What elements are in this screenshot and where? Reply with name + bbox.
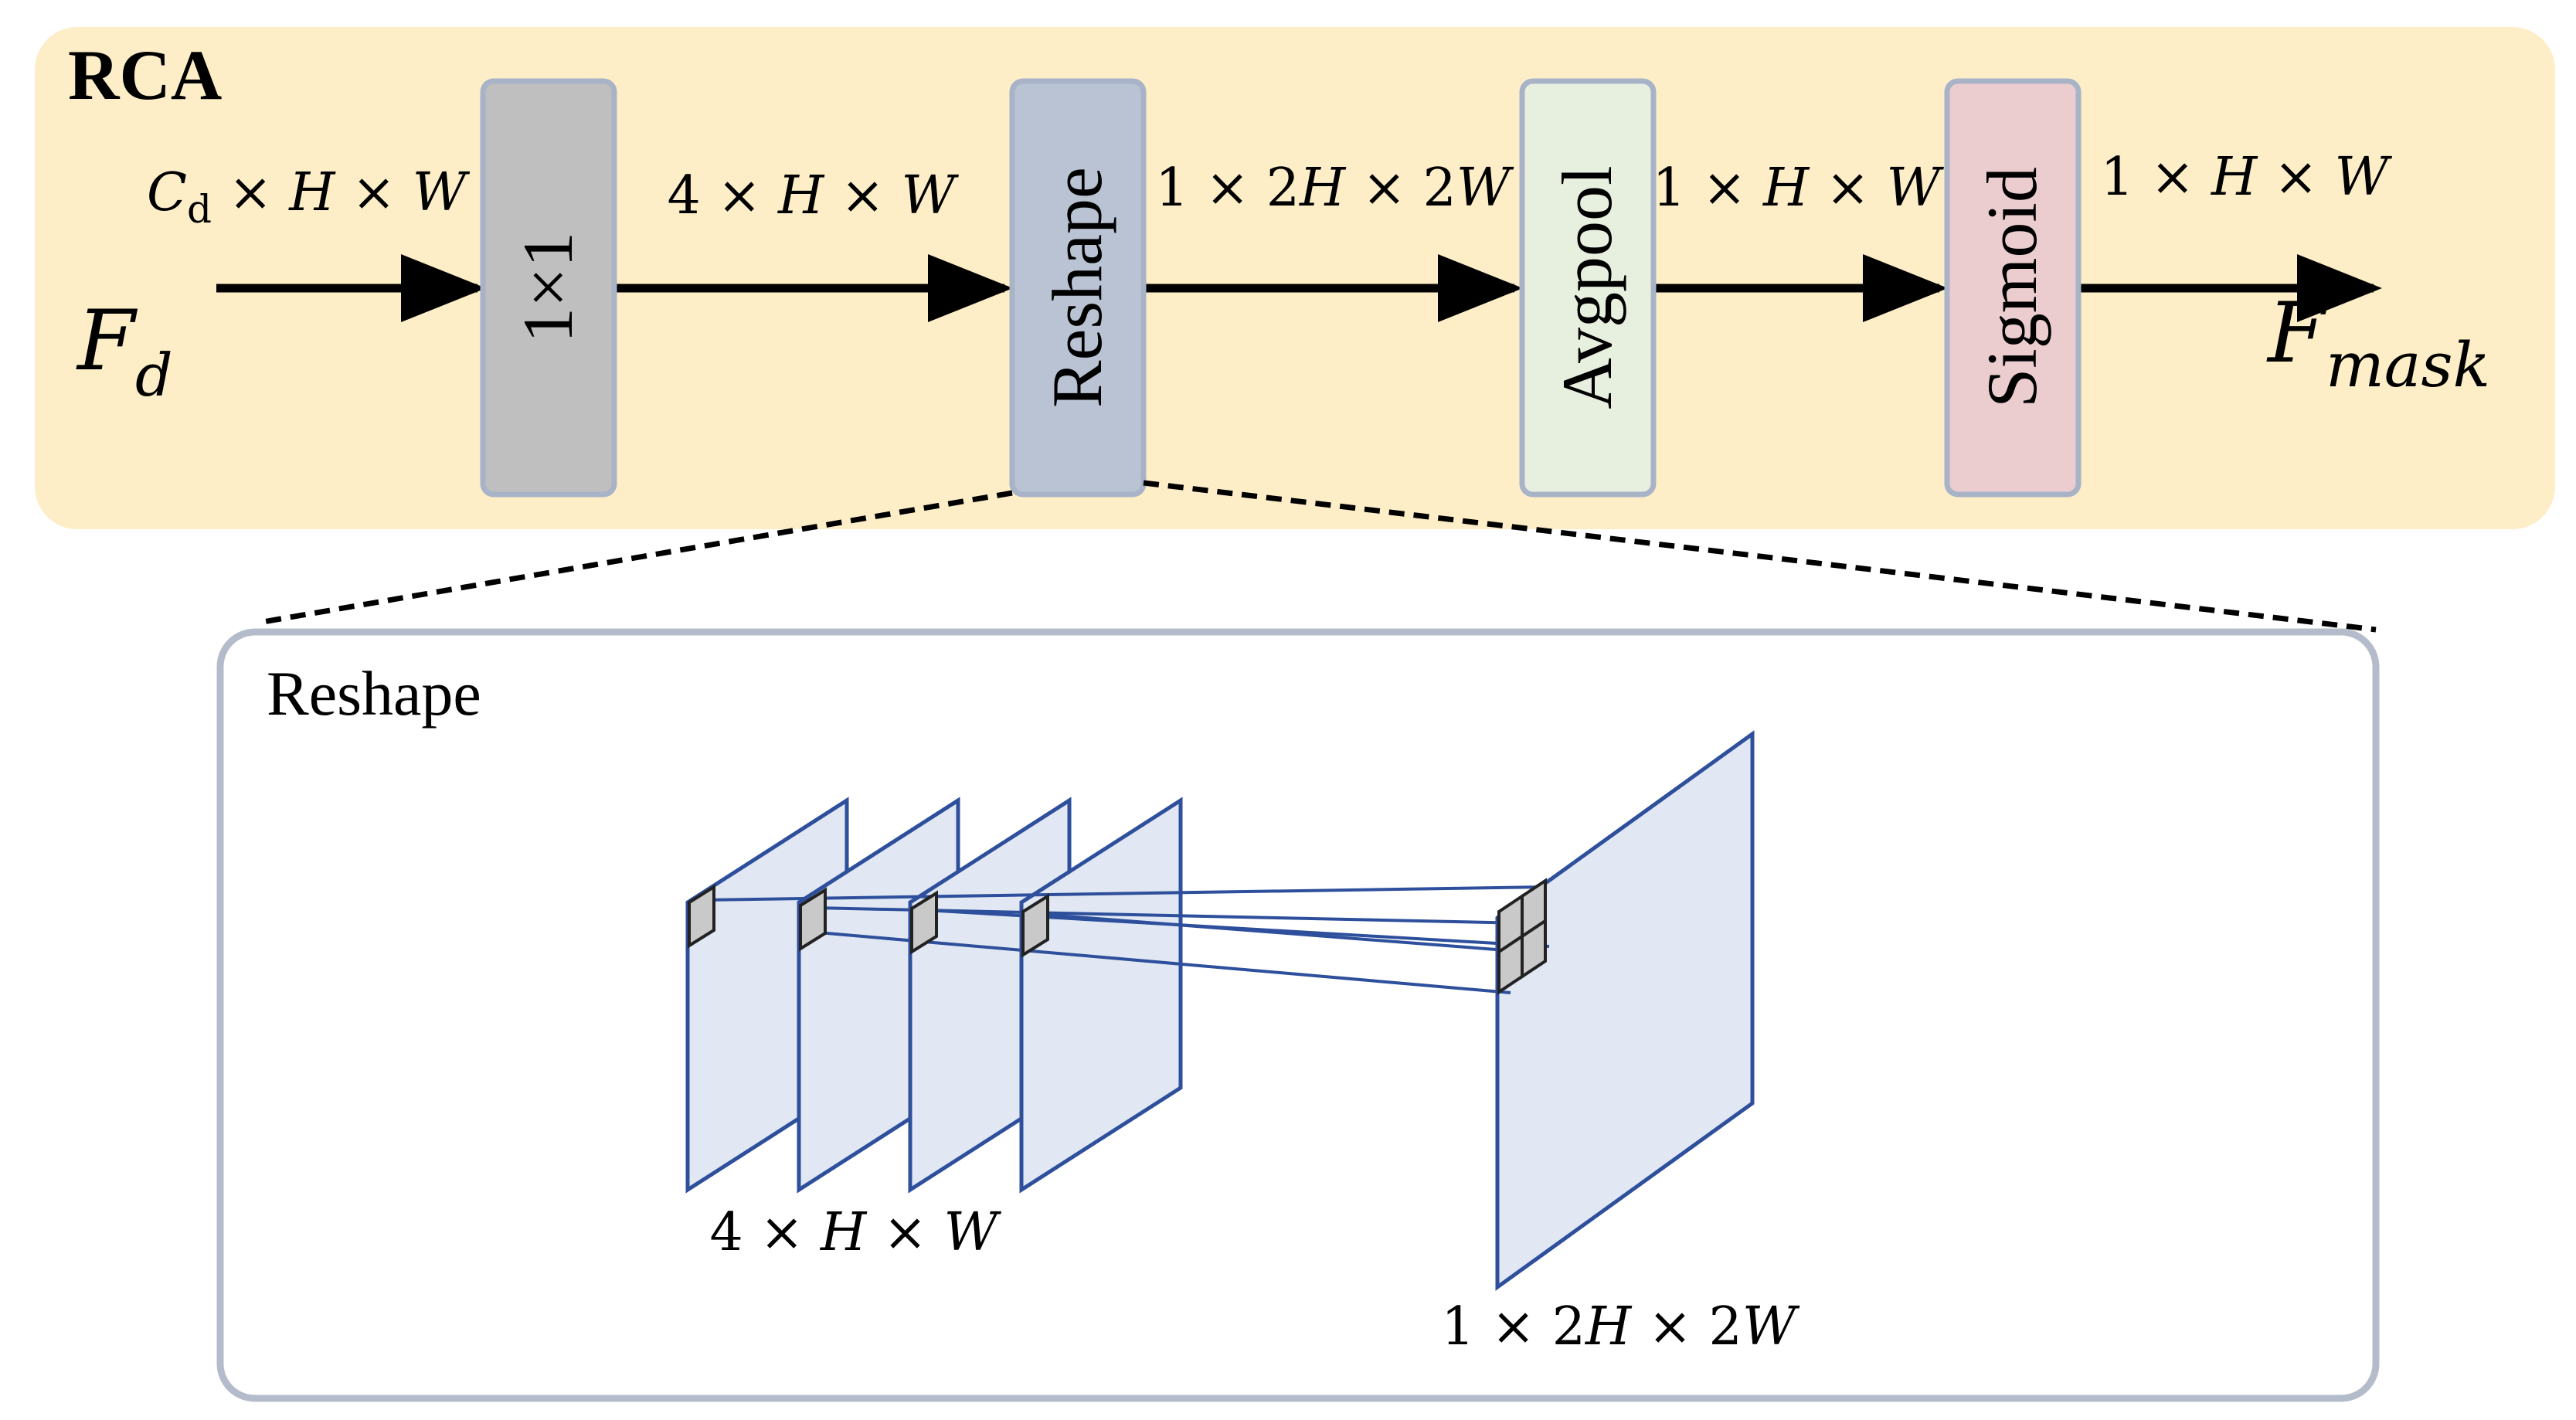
input-plane-stack bbox=[685, 797, 1183, 1194]
block-conv1x1-label: 1×1 bbox=[508, 232, 587, 343]
right-plane-label: 1 × 2H × 2W bbox=[1441, 1296, 1800, 1357]
input-shape-label: Cd × H × W bbox=[147, 162, 471, 232]
left-stack-label: 4 × H × W bbox=[710, 1202, 1002, 1263]
input-subscript: d bbox=[135, 341, 173, 409]
edge-label-reshape-out: 1 × 2H × 2W bbox=[1155, 158, 1514, 219]
block-reshape: Reshape bbox=[1009, 78, 1147, 498]
input-pixel-2 bbox=[799, 887, 827, 952]
block-reshape-label: Reshape bbox=[1038, 167, 1116, 408]
output-plane bbox=[1495, 730, 1755, 1291]
block-avgpool-label: Avgpool bbox=[1548, 165, 1626, 409]
right-plane-label-w: W bbox=[1742, 1296, 1800, 1357]
edge-label-reshape-out-mid: × 2 bbox=[1345, 158, 1456, 219]
edge-label-reshape-out-h: H bbox=[1298, 158, 1347, 219]
edge-label-avgpool-out-h: H bbox=[1762, 158, 1810, 219]
edge-label-conv-out-h: H bbox=[777, 165, 825, 226]
right-plane-label-pre: 1 × 2 bbox=[1441, 1296, 1585, 1357]
input-shape-h: H bbox=[287, 162, 336, 223]
edge-label-conv-out-mid: × bbox=[824, 165, 901, 226]
edge-label-avgpool-out-pre: 1 × bbox=[1653, 158, 1763, 219]
reshape-detail-panel bbox=[216, 628, 2380, 1402]
input-pixel-3 bbox=[910, 890, 938, 955]
block-avgpool: Avgpool bbox=[1519, 78, 1657, 498]
input-shape-times-1: × bbox=[212, 162, 289, 223]
edge-label-sigmoid-out-pre: 1 × bbox=[2101, 147, 2211, 208]
left-stack-label-mid: × bbox=[866, 1202, 943, 1263]
edge-label-sigmoid-out-w: W bbox=[2335, 147, 2393, 208]
edge-label-avgpool-out: 1 × H × W bbox=[1653, 158, 1945, 219]
block-conv1x1: 1×1 bbox=[480, 78, 617, 498]
zoom-connector-left bbox=[262, 490, 1013, 625]
mapping-line-4 bbox=[1036, 912, 1527, 953]
zoom-connector-right bbox=[1143, 480, 2377, 633]
block-sigmoid-label: Sigmoid bbox=[1973, 167, 2051, 408]
module-title: RCA bbox=[68, 36, 222, 114]
input-plane-4 bbox=[1019, 797, 1183, 1194]
edge-label-avgpool-out-mid: × bbox=[1809, 158, 1886, 219]
output-feature-label: Fmask bbox=[2266, 285, 2490, 401]
block-sigmoid: Sigmoid bbox=[1944, 78, 2082, 498]
edge-label-sigmoid-out: 1 × H × W bbox=[2101, 147, 2393, 208]
input-pixels bbox=[688, 884, 1049, 958]
output-pixel-block bbox=[1497, 878, 1547, 995]
edge-label-conv-out-w: W bbox=[902, 165, 960, 226]
input-shape-w: W bbox=[413, 162, 471, 223]
input-shape-c-sub: d bbox=[187, 187, 212, 232]
left-stack-label-pre: 4 × bbox=[710, 1202, 821, 1263]
mapping-line-1 bbox=[702, 885, 1546, 902]
output-subscript: mask bbox=[2326, 329, 2490, 401]
edge-label-sigmoid-out-mid: × bbox=[2257, 147, 2334, 208]
right-plane-label-h: H bbox=[1584, 1296, 1633, 1357]
edge-label-avgpool-out-w: W bbox=[1887, 158, 1945, 219]
left-stack-label-w: W bbox=[944, 1202, 1002, 1263]
input-pixel-4 bbox=[1021, 893, 1049, 958]
left-stack-label-h: H bbox=[819, 1202, 868, 1263]
input-shape-c: C bbox=[147, 162, 187, 223]
input-pixel-1 bbox=[688, 884, 715, 949]
input-shape-times-2: × bbox=[335, 162, 413, 223]
edge-label-reshape-out-w: W bbox=[1456, 158, 1514, 219]
input-feature-label: Fd bbox=[76, 293, 173, 409]
edge-label-conv-out: 4 × H × W bbox=[668, 165, 960, 226]
output-symbol: F bbox=[2266, 285, 2329, 382]
input-symbol: F bbox=[76, 293, 138, 389]
detail-title: Reshape bbox=[267, 658, 481, 729]
right-plane-label-mid: × 2 bbox=[1631, 1296, 1742, 1357]
edge-label-sigmoid-out-h: H bbox=[2210, 147, 2258, 208]
rca-module-panel bbox=[35, 27, 2555, 529]
edge-label-reshape-out-pre: 1 × 2 bbox=[1155, 158, 1300, 219]
edge-label-conv-out-pre: 4 × bbox=[668, 165, 778, 226]
output-pixel-br bbox=[1521, 918, 1547, 980]
zoom-connectors bbox=[262, 480, 2377, 633]
